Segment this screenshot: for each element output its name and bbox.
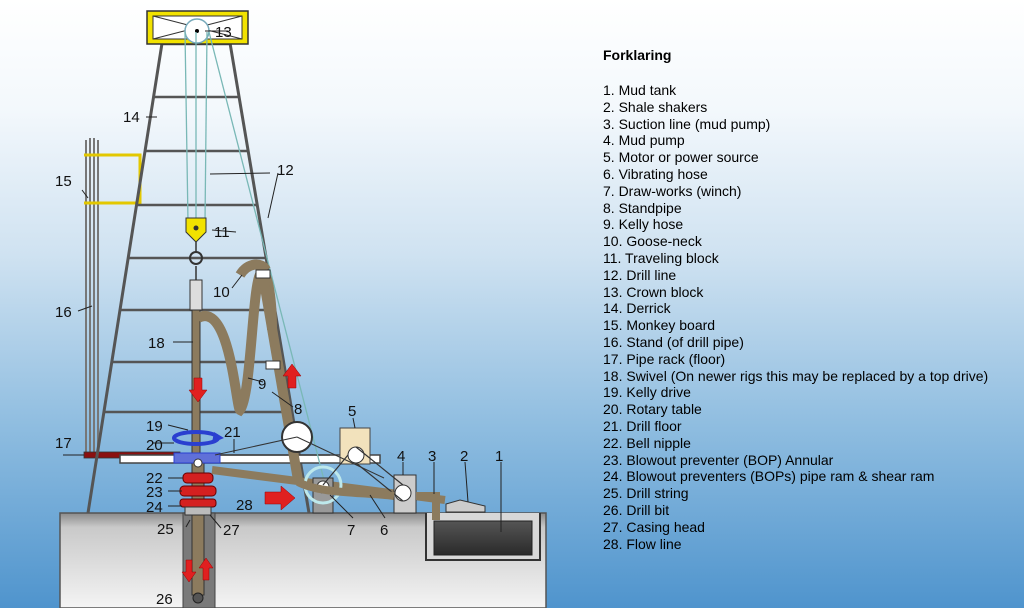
callout-17: 17 <box>55 435 72 452</box>
legend-item: 19. Kelly drive <box>603 384 691 401</box>
callout-5: 5 <box>348 403 356 420</box>
callout-14: 14 <box>123 109 140 126</box>
legend-item: 22. Bell nipple <box>603 434 691 451</box>
callout-10: 10 <box>213 284 230 301</box>
callout-20: 20 <box>146 437 163 454</box>
drill-bit-icon <box>192 592 204 604</box>
legend-item: 4. Mud pump <box>603 132 685 149</box>
callout-13: 13 <box>215 24 232 41</box>
callout-25: 25 <box>157 521 174 538</box>
callout-2: 2 <box>460 448 468 465</box>
drill-line <box>184 31 325 481</box>
legend-item: 15. Monkey board <box>603 317 716 334</box>
rotation-arrow-icon <box>172 430 224 446</box>
bop-stack <box>179 472 217 508</box>
callout-27: 27 <box>223 522 240 539</box>
legend-item: 21. Drill floor <box>603 417 682 434</box>
callout-26: 26 <box>156 591 173 608</box>
legend-item: 18. Swivel (On newer rigs this may be re… <box>603 367 989 384</box>
legend-item: 14. Derrick <box>603 300 671 317</box>
legend-item: 8. Standpipe <box>603 199 682 216</box>
legend-item: 17. Pipe rack (floor) <box>603 350 726 367</box>
arrow-up-bit-icon <box>198 557 214 581</box>
callout-8: 8 <box>294 401 302 418</box>
callout-11: 11 <box>214 224 230 241</box>
mud-tank <box>433 520 533 556</box>
legend-item: 16. Stand (of drill pipe) <box>603 333 744 350</box>
legend-item: 12. Drill line <box>603 266 677 283</box>
casing-head <box>184 506 212 516</box>
legend-item: 7. Draw-works (winch) <box>603 182 742 199</box>
legend-item: 3. Suction line (mud pump) <box>603 115 771 132</box>
callout-12: 12 <box>277 162 294 179</box>
legend-item: 5. Motor or power source <box>603 149 759 166</box>
shale-shaker <box>445 499 486 513</box>
suction-line <box>416 492 440 520</box>
callout-19: 19 <box>146 418 163 435</box>
motor-pulley-icon <box>347 446 365 464</box>
legend-item: 2. Shale shakers <box>603 98 708 115</box>
callout-4: 4 <box>397 448 405 465</box>
arrow-down-icon <box>188 377 208 403</box>
legend-title: Forklaring <box>603 47 672 63</box>
vibrating-hose <box>296 478 395 500</box>
callout-15: 15 <box>55 173 72 190</box>
callout-23: 23 <box>146 484 163 501</box>
ground <box>59 512 547 608</box>
legend-item: 28. Flow line <box>603 535 682 552</box>
arrow-right-icon <box>264 485 296 511</box>
legend-item: 27. Casing head <box>603 518 705 535</box>
flow-arrows <box>181 363 302 583</box>
swivel <box>189 279 203 311</box>
callout-7: 7 <box>347 522 355 539</box>
monkey-board <box>84 153 142 205</box>
hook-icon <box>189 251 203 265</box>
callout-21: 21 <box>224 424 241 441</box>
legend-item: 11. Traveling block <box>603 249 719 266</box>
callout-16: 16 <box>55 304 72 321</box>
stand-pipes <box>85 138 99 455</box>
callout-28: 28 <box>236 497 253 514</box>
callout-1: 1 <box>495 448 503 465</box>
callout-3: 3 <box>428 448 436 465</box>
callout-9: 9 <box>258 376 266 393</box>
callout-24: 24 <box>146 499 163 516</box>
callout-6: 6 <box>380 522 388 539</box>
legend-item: 24. Blowout preventers (BOPs) pipe ram &… <box>603 468 935 485</box>
leader-lines <box>63 30 502 532</box>
legend-item: 13. Crown block <box>603 283 704 300</box>
goose-neck <box>235 259 271 278</box>
legend-item: 9. Kelly hose <box>603 216 684 233</box>
legend-item: 20. Rotary table <box>603 401 702 418</box>
legend-item: 1. Mud tank <box>603 82 677 98</box>
callout-22: 22 <box>146 470 163 487</box>
legend-item: 25. Drill string <box>603 485 689 502</box>
arrow-up-icon <box>282 363 302 389</box>
legend-item: 6. Vibrating hose <box>603 165 708 182</box>
legend-item: 26. Drill bit <box>603 501 670 518</box>
legend-item: 10. Goose-neck <box>603 233 702 250</box>
legend-item: 23. Blowout preventer (BOP) Annular <box>603 451 834 468</box>
arrow-down-bit-icon <box>181 559 197 583</box>
callout-18: 18 <box>148 335 165 352</box>
